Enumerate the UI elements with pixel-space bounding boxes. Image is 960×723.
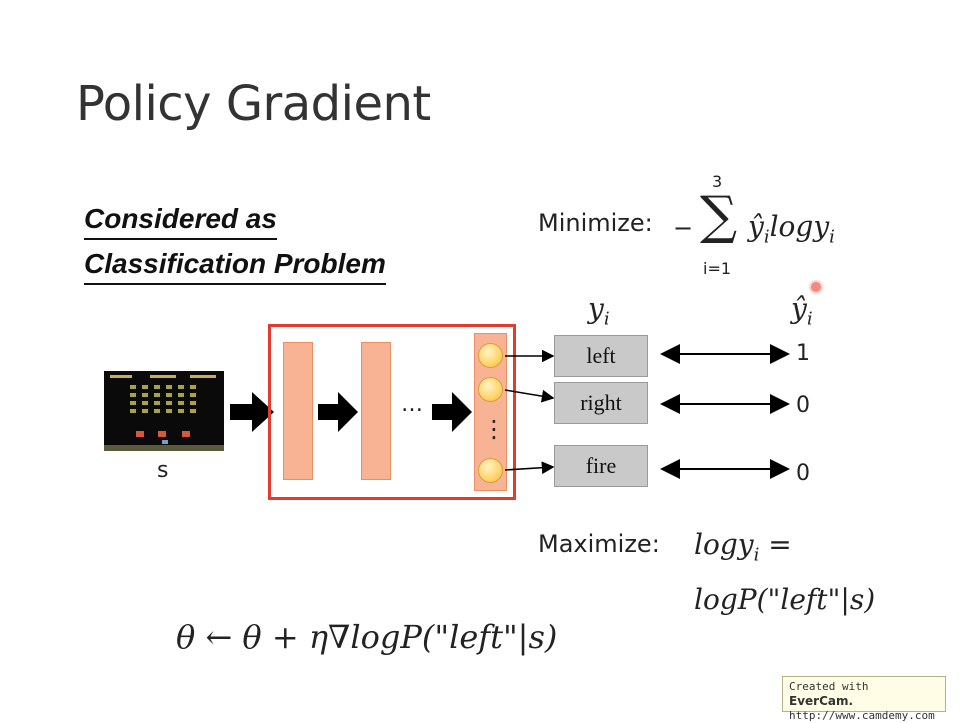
- minimize-term: ŷilogyi: [748, 210, 835, 248]
- maximize-line1: logyi =: [694, 528, 792, 566]
- watermark-brand: EverCam.: [789, 694, 854, 708]
- arrow-to-fire: [504, 461, 555, 475]
- hidden-layer-1: [283, 342, 313, 480]
- maximize-label: Maximize:: [538, 530, 660, 558]
- flow-arrow-output: [432, 392, 472, 436]
- target-left: 1: [796, 341, 810, 366]
- subheading-line1: Considered as: [84, 202, 277, 240]
- neuron-action-arrows: [504, 349, 555, 475]
- sum-upper-limit: 3: [712, 172, 723, 191]
- policy-network-box: [268, 324, 516, 500]
- target-fire: 0: [796, 461, 810, 486]
- game-screen-image: [104, 371, 224, 455]
- cursor-indicator: [811, 282, 821, 292]
- sum-symbol: ∑: [700, 186, 738, 246]
- y-column-header: yi: [588, 292, 610, 330]
- bold-right-arrow-icon: [230, 392, 274, 432]
- minus-sign: −: [673, 214, 694, 242]
- output-neuron-right: [478, 377, 503, 402]
- hidden-layer-2: [361, 342, 391, 480]
- flow-arrow-layer1: [318, 392, 358, 436]
- maximize-line2: logP("left"|s): [694, 583, 876, 616]
- evercam-watermark[interactable]: Created with EverCam. http://www.camdemy…: [782, 676, 946, 722]
- watermark-link[interactable]: http://www.camdemy.com: [789, 709, 935, 722]
- action-box-left: left: [554, 335, 648, 377]
- bold-right-arrow-icon: [432, 392, 472, 432]
- subheading-line2: Classification Problem: [84, 247, 386, 285]
- minimize-label: Minimize:: [538, 209, 653, 237]
- action-box-fire: fire: [554, 445, 648, 487]
- watermark-text: Created with: [789, 680, 869, 693]
- output-neuron-left: [478, 343, 503, 368]
- state-label: s: [157, 458, 169, 483]
- action-box-right: right: [554, 382, 648, 424]
- output-neuron-fire: [478, 458, 503, 483]
- space-invaders-screen-icon: [104, 371, 224, 451]
- slide-title: Policy Gradient: [76, 76, 431, 132]
- flow-arrow-input: [230, 392, 274, 436]
- yhat-column-header: ŷi: [791, 292, 813, 330]
- arrow-to-right: [504, 389, 555, 403]
- update-rule: θ ← θ + η∇logP("left"|s): [176, 618, 558, 656]
- neurons-vertical-ellipsis: ⋮: [482, 415, 506, 443]
- target-right: 0: [796, 393, 810, 418]
- bold-right-arrow-icon: [318, 392, 358, 432]
- target-double-arrows: [660, 344, 790, 479]
- layers-ellipsis: …: [401, 392, 423, 417]
- sum-lower-limit: i=1: [703, 259, 732, 278]
